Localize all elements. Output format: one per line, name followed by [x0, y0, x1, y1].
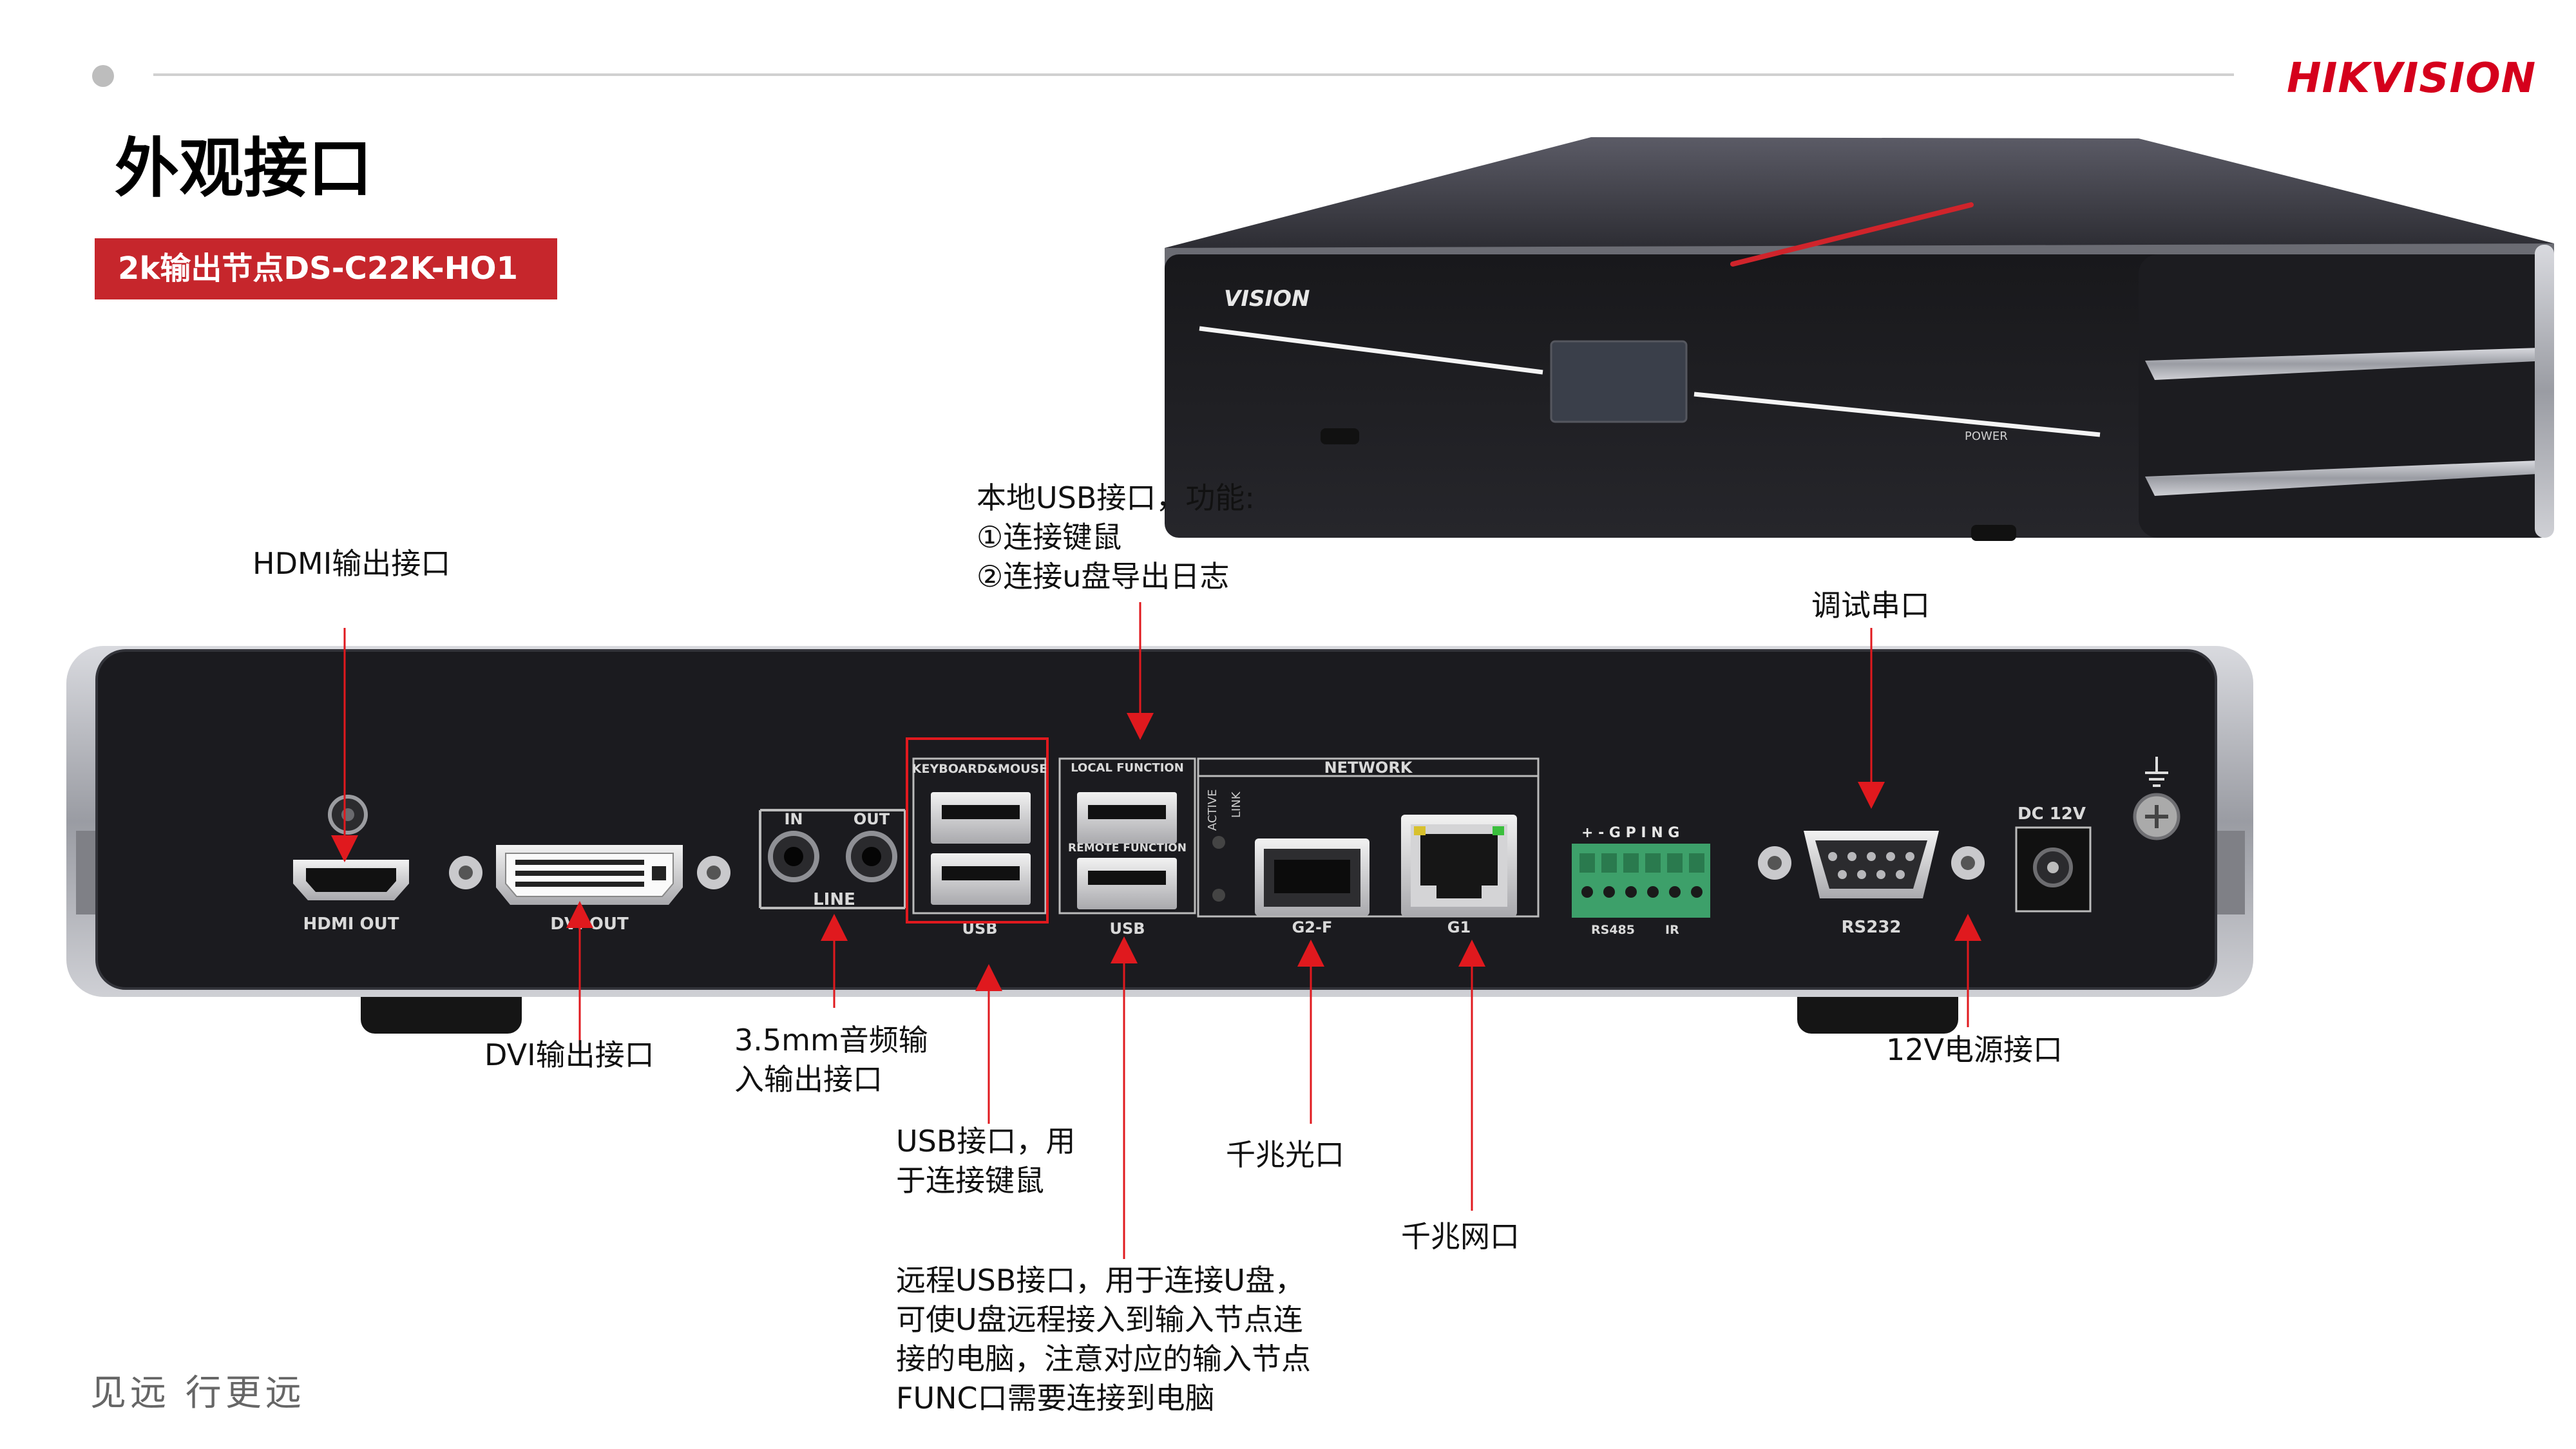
- device-front-view: VISION POWER: [1165, 137, 2554, 541]
- callout-remote-usb-line-1: 远程USB接口，用于连接U盘，: [896, 1263, 1305, 1298]
- callout-remote-usb: 远程USB接口，用于连接U盘， 可使U盘远程接入到输入节点连 接的电脑，注意对应…: [896, 1261, 1311, 1418]
- callout-dvi: DVI输出接口: [484, 1036, 654, 1075]
- hikvision-logo: HIKVISION: [2287, 55, 2537, 102]
- power-label: POWER: [1965, 430, 2008, 443]
- callout-power-line: 12V电源接口: [1886, 1032, 2063, 1067]
- device-brand-mark: VISION: [1224, 286, 1310, 312]
- g1-label: G1: [1447, 918, 1471, 936]
- ir-label: IR: [1665, 923, 1679, 937]
- g2f-label: G2-F: [1292, 918, 1333, 936]
- active-label: ACTIVE: [1206, 789, 1219, 831]
- callout-usb-km-line-1: USB接口，用: [896, 1124, 1076, 1159]
- rs485-label: RS485: [1591, 923, 1635, 937]
- callout-power: 12V电源接口: [1886, 1030, 2063, 1070]
- line-label: LINE: [813, 890, 855, 909]
- keyboard-mouse-label: KEYBOARD&MOUSE: [912, 762, 1047, 776]
- callout-hdmi: HDMI输出接口: [253, 544, 450, 583]
- callout-remote-usb-line-3: 接的电脑，注意对应的输入节点: [896, 1341, 1311, 1376]
- callout-usb-km-line-2: 于连接键鼠: [896, 1163, 1044, 1198]
- callout-fiber: 千兆光口: [1226, 1135, 1344, 1175]
- link-label: LINK: [1230, 791, 1243, 818]
- callout-local-usb: 本地USB接口，功能: ①连接键鼠 ②连接u盘导出日志: [977, 478, 1255, 596]
- line-out-label: OUT: [854, 810, 890, 828]
- gpio-label: + - G P I N G: [1581, 825, 1679, 841]
- network-label: NETWORK: [1324, 759, 1413, 777]
- callout-debug-line: 调试串口: [1811, 588, 1930, 623]
- callout-debug: 调试串口: [1811, 586, 1930, 625]
- callout-local-usb-line-2: ①连接键鼠: [977, 520, 1122, 554]
- callout-fiber-line: 千兆光口: [1226, 1137, 1344, 1172]
- callout-audio-line-2: 入输出接口: [734, 1062, 883, 1097]
- rear-panel: HDMI OUT DVI OUT IN OUT: [66, 646, 2253, 1034]
- callout-audio: 3.5mm音频输 入输出接口: [734, 1021, 928, 1099]
- product-tag: 2k输出节点DS-C22K-HO1: [95, 238, 557, 299]
- page-title: 外观接口: [115, 131, 372, 206]
- callout-audio-line-1: 3.5mm音频输: [734, 1023, 928, 1057]
- callout-dvi-line: DVI输出接口: [484, 1037, 654, 1072]
- remote-function-label: REMOTE FUNCTION: [1068, 842, 1187, 855]
- dvi-port-label: DVI OUT: [550, 914, 629, 934]
- line-in-label: IN: [784, 810, 803, 828]
- dc-label: DC 12V: [2018, 804, 2086, 824]
- usb-highlight-box: [906, 737, 1049, 923]
- hdmi-port-label: HDMI OUT: [303, 914, 399, 934]
- callout-local-usb-line-1: 本地USB接口，功能:: [977, 480, 1255, 515]
- rs232-label: RS232: [1841, 918, 1901, 937]
- slogan: 见远 行更远: [90, 1372, 305, 1414]
- header-rule: [153, 73, 2234, 76]
- callout-lan: 千兆网口: [1401, 1217, 1520, 1256]
- callout-lan-line: 千兆网口: [1401, 1219, 1520, 1254]
- callout-remote-usb-line-2: 可使U盘远程接入到输入节点连: [896, 1302, 1303, 1337]
- usb-2-label: USB: [1109, 920, 1145, 938]
- header-dot: [92, 65, 114, 87]
- callout-hdmi-line: HDMI输出接口: [253, 546, 451, 581]
- callout-usb-km: USB接口，用 于连接键鼠: [896, 1122, 1075, 1200]
- callout-local-usb-line-3: ②连接u盘导出日志: [977, 559, 1230, 594]
- callout-arrows: [331, 602, 1981, 1259]
- local-function-label: LOCAL FUNCTION: [1071, 761, 1184, 775]
- callout-remote-usb-line-4: FUNC口需要连接到电脑: [896, 1381, 1215, 1416]
